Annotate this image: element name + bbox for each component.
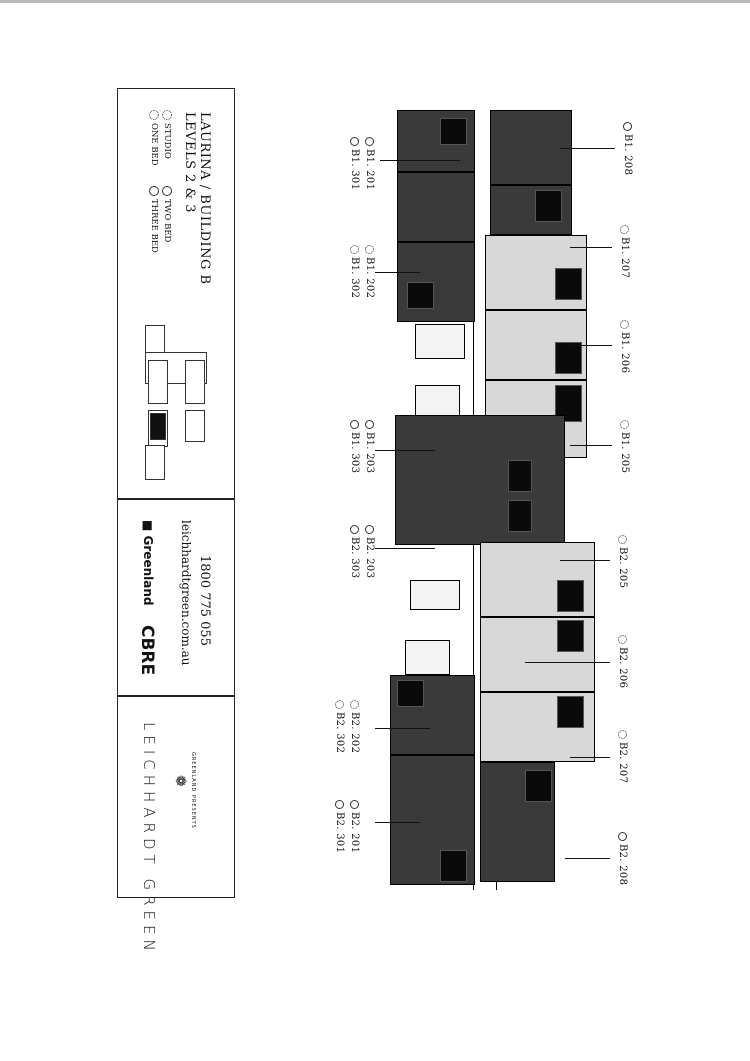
leader-line <box>375 548 435 549</box>
one-bed-circle-icon <box>365 245 374 254</box>
tree-logo-icon: ❁ <box>172 775 188 787</box>
lift-core <box>410 580 460 610</box>
three-bed-circle-icon <box>149 186 159 196</box>
bedroom <box>440 118 467 145</box>
unit-label-b1-202: B1. 202 <box>364 245 375 298</box>
leader-line <box>560 560 610 561</box>
bedroom <box>508 500 532 532</box>
leader-line <box>525 662 610 663</box>
one-bed-circle-icon <box>620 225 629 234</box>
cbre-logo: CBRE <box>137 625 157 676</box>
two-bed-circle-icon <box>350 420 359 429</box>
legend-two-bed: TWO BED <box>162 199 172 243</box>
unit-b1-208-b <box>490 185 572 235</box>
bedroom <box>555 268 582 300</box>
unit-b1-201-b <box>397 172 475 242</box>
unit-legend: STUDIO TWO BED ONE BED THREE BED <box>149 110 172 253</box>
unit-label-b2-206: B2. 206 <box>617 635 628 688</box>
unit-label-b1-302: B1. 302 <box>349 245 360 298</box>
unit-label-b2-202: B2. 202 <box>349 700 360 753</box>
leader-line <box>375 272 420 273</box>
leader-line <box>375 450 435 451</box>
one-bed-circle-icon <box>618 535 627 544</box>
phone-number: 1800 775 055 <box>197 555 212 646</box>
lift-core <box>415 324 465 359</box>
plan-title: LAURINA / BUILDING B LEVELS 2 & 3 <box>182 112 212 285</box>
one-bed-circle-icon <box>335 700 344 709</box>
bedroom <box>440 850 467 882</box>
bedroom <box>557 620 584 652</box>
leader-line <box>570 247 612 248</box>
unit-label-b1-303: B1. 303 <box>349 420 360 473</box>
bedroom <box>407 282 434 309</box>
presents-label: GREENLAND PRESENTS <box>190 752 196 829</box>
unit-b1-208 <box>490 110 572 185</box>
two-bed-circle-icon <box>350 525 359 534</box>
one-bed-circle-icon <box>620 420 629 429</box>
bedroom <box>525 770 552 802</box>
unit-b2-201 <box>390 755 475 885</box>
stair <box>415 385 460 417</box>
unit-label-b2-302: B2. 302 <box>334 700 345 753</box>
stair <box>405 640 450 675</box>
unit-label-b2-203: B2. 203 <box>364 525 375 578</box>
two-bed-circle-icon <box>365 137 374 146</box>
bedroom <box>557 580 584 612</box>
one-bed-circle-icon <box>618 635 627 644</box>
leader-line <box>375 728 430 729</box>
bedroom <box>557 696 584 728</box>
unit-label-b2-208: B2. 208 <box>617 832 628 885</box>
two-bed-circle-icon <box>162 186 172 196</box>
unit-label-b2-301: B2. 301 <box>334 800 345 853</box>
leader-line <box>565 858 610 859</box>
unit-label-b1-208: B1. 208 <box>622 122 633 175</box>
leader-line <box>380 160 460 161</box>
two-bed-circle-icon <box>335 800 344 809</box>
unit-label-b1-205: B1. 205 <box>619 420 630 473</box>
one-bed-circle-icon <box>350 245 359 254</box>
unit-label-b2-205: B2. 205 <box>617 535 628 588</box>
bedroom <box>555 342 582 374</box>
leader-line <box>570 445 612 446</box>
unit-label-b1-203: B1. 203 <box>364 420 375 473</box>
bedroom <box>508 460 532 492</box>
three-bed-circle-icon <box>618 832 627 841</box>
one-bed-circle-icon <box>350 700 359 709</box>
leader-line <box>570 757 610 758</box>
bedroom <box>535 190 562 222</box>
unit-label-b2-207: B2. 207 <box>617 730 628 783</box>
unit-label-b1-206: B1. 206 <box>619 320 630 373</box>
leader-line <box>570 345 612 346</box>
scan-edge <box>0 0 750 3</box>
greenland-logo: ■ Greenland <box>141 520 155 606</box>
one-bed-circle-icon <box>618 730 627 739</box>
two-bed-circle-icon <box>350 137 359 146</box>
unit-label-b2-201: B2. 201 <box>349 800 360 853</box>
bedroom <box>397 680 424 707</box>
panel-divider <box>117 695 235 697</box>
unit-label-b2-303: B2. 303 <box>349 525 360 578</box>
legend-studio: STUDIO <box>162 123 172 159</box>
one-bed-circle-icon <box>149 110 159 120</box>
unit-label-b1-201: B1. 201 <box>364 137 375 190</box>
two-bed-circle-icon <box>350 800 359 809</box>
unit-b1-203 <box>395 415 565 545</box>
legend-panel <box>117 88 235 898</box>
unit-label-b1-301: B1. 301 <box>349 137 360 190</box>
leader-line <box>375 822 420 823</box>
studio-circle-icon <box>162 110 172 120</box>
legend-one-bed: ONE BED <box>149 123 159 166</box>
panel-divider <box>117 498 235 500</box>
website-link[interactable]: leichhardtgreen.com.au <box>179 520 193 666</box>
three-bed-circle-icon <box>623 122 632 131</box>
unit-label-b1-207: B1. 207 <box>619 225 630 278</box>
two-bed-circle-icon <box>365 525 374 534</box>
legend-three-bed: THREE BED <box>149 199 159 253</box>
greenland-leaf-icon: ■ <box>141 520 155 532</box>
two-bed-circle-icon <box>365 420 374 429</box>
one-bed-circle-icon <box>620 320 629 329</box>
floor-plan <box>385 110 595 890</box>
leader-line <box>560 148 615 149</box>
project-logo: LEICHHARDT GREEN <box>140 722 158 956</box>
